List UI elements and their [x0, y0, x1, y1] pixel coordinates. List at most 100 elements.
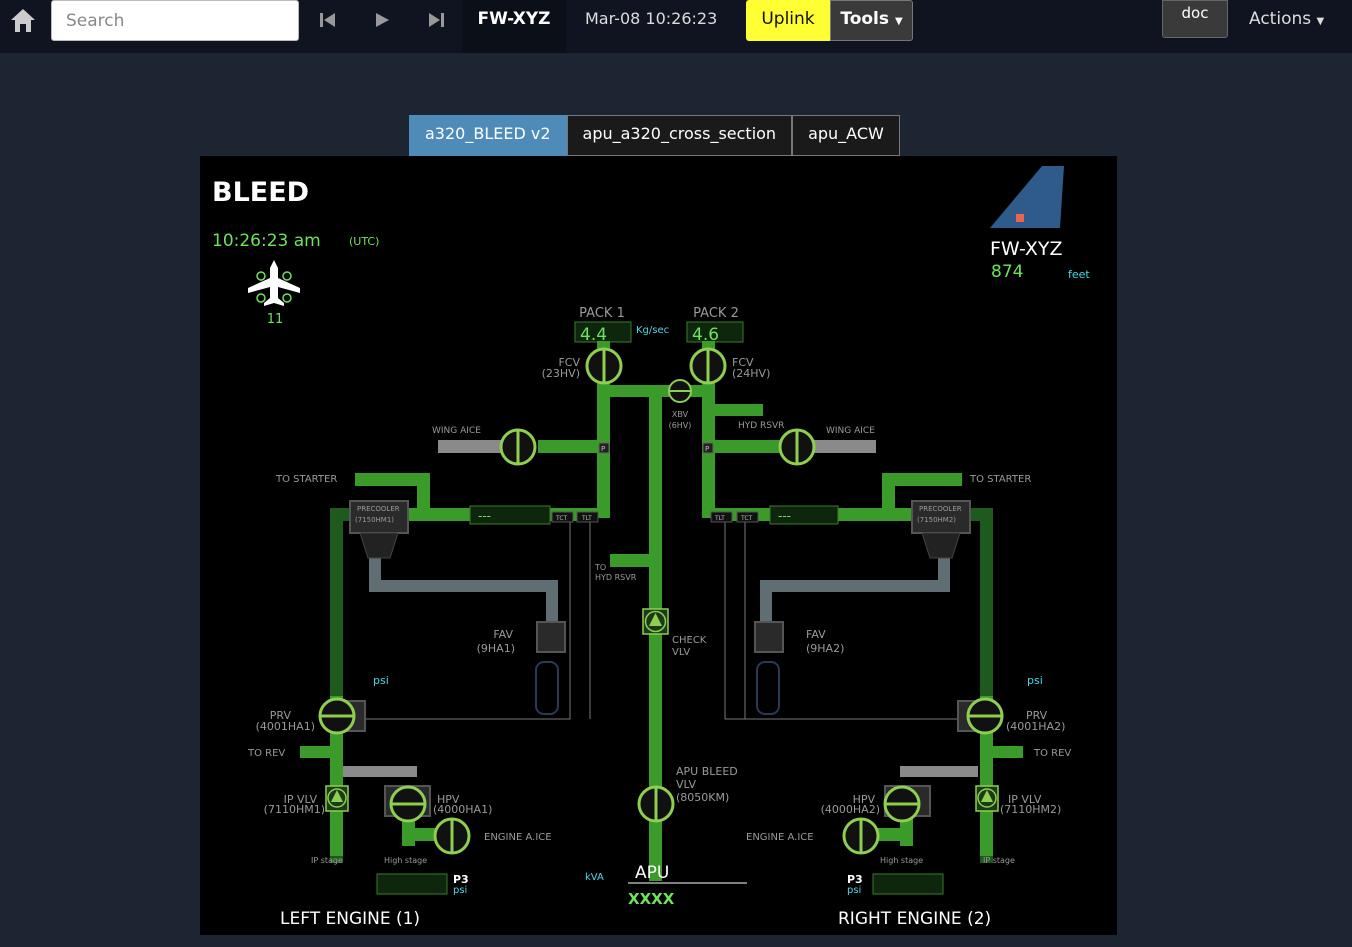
altitude-unit: feet	[1068, 268, 1090, 281]
sensor-lines	[360, 522, 960, 720]
fav-right-duct	[760, 551, 950, 631]
p3-left-box	[376, 873, 448, 895]
ipvlv-right-id: (7110HM2)	[1000, 803, 1061, 816]
ip-stage-right-label: IP stage	[983, 856, 1015, 865]
to-rev-right-label: TO REV	[1033, 748, 1071, 759]
to-starter-right-label: TO STARTER	[969, 474, 1031, 485]
wing-aice-right-valve[interactable]	[778, 428, 816, 466]
check-vlv-label: CHECK	[672, 635, 707, 646]
xbv-label: XBV	[672, 410, 689, 419]
engine-aice-left-label: ENGINE A.ICE	[484, 832, 552, 843]
engine-aice-left-valve[interactable]	[433, 817, 471, 855]
prv-left-valve[interactable]	[318, 697, 356, 735]
pack1-label: PACK 1	[579, 306, 625, 321]
temp-box-left	[469, 505, 551, 525]
precooler-right-label: PRECOOLER	[919, 505, 962, 513]
fav-right-label: FAV	[806, 628, 826, 641]
synoptic-tabs: a320_BLEED v2 apu_a320_cross_section apu…	[409, 115, 900, 156]
wing-aice-right-pipe	[800, 440, 876, 453]
wing-aice-left-valve[interactable]	[499, 428, 537, 466]
precooler-left-id: (7150HM1)	[355, 516, 394, 524]
tlt-right: TLT	[714, 515, 725, 522]
tlt-left: TLT	[581, 515, 592, 522]
to-hyd-rsvr-label: HYD RSVR	[595, 573, 637, 582]
hpv-left-valve[interactable]	[389, 785, 427, 823]
fav-right-id: (9HA2)	[806, 642, 844, 655]
fcv2-valve[interactable]	[689, 347, 727, 385]
temp-right-dashes: ---	[778, 509, 791, 523]
temp-left-dashes: ---	[478, 509, 491, 523]
hpv-right-valve[interactable]	[883, 785, 921, 823]
left-engine-label: LEFT ENGINE (1)	[280, 909, 420, 929]
ipvlv-right-label: IP VLV	[1008, 793, 1042, 806]
hpv-left-label: HPV	[437, 793, 460, 806]
engine-aice-right-label: ENGINE A.ICE	[746, 832, 814, 843]
wing-aice-right-label: WING AICE	[826, 426, 875, 436]
hpv-right-label: HPV	[853, 793, 876, 806]
altitude-value: 874	[991, 262, 1023, 282]
flow-unit: Kg/sec	[636, 325, 669, 336]
prv-right-valve[interactable]	[966, 697, 1004, 735]
tools-dropdown[interactable]: Tools ▼	[830, 0, 913, 41]
fcv2-label: FCV	[732, 356, 754, 369]
uplink-button[interactable]: Uplink	[746, 0, 830, 41]
engine-aice-right-valve[interactable]	[842, 817, 880, 855]
skip-back-icon[interactable]	[316, 8, 340, 32]
precooler-left-label: PRECOOLER	[357, 505, 400, 513]
search-input[interactable]	[51, 0, 299, 41]
actions-dropdown[interactable]: Actions ▼	[1249, 0, 1324, 40]
apu-bleed-vlv-id: (8050KM)	[676, 791, 729, 804]
ip-check-valve-right	[975, 785, 999, 812]
precooler-left	[349, 500, 409, 559]
hpv-left-id: (4000HA1)	[433, 803, 492, 816]
page-title: BLEED	[212, 177, 309, 208]
precooler-right-id: (7150HM2)	[917, 516, 956, 524]
xbv-valve[interactable]	[668, 379, 692, 403]
tab-apu-acw[interactable]: apu_ACW	[792, 115, 900, 156]
play-icon[interactable]	[370, 8, 394, 32]
fcv1-valve[interactable]	[585, 347, 623, 385]
tlt-left-box	[576, 511, 599, 523]
ip-check-valve-left	[325, 785, 349, 812]
apu-value: XXXX	[628, 890, 675, 908]
diagram-tail-number: FW-XYZ	[990, 238, 1063, 260]
tools-label: Tools	[840, 9, 890, 29]
apu-label: APU	[635, 863, 669, 883]
bleed-synoptic-panel: BLEED 10:26:23 am (UTC) 11 FW-XYZ 874 fe…	[200, 156, 1117, 935]
check-valve	[642, 608, 669, 635]
psi-right-unit: psi	[1027, 674, 1043, 687]
p-left-box	[598, 442, 610, 454]
tab-apu-cross-section[interactable]: apu_a320_cross_section	[566, 115, 793, 156]
tab-a320-bleed[interactable]: a320_BLEED v2	[409, 115, 567, 156]
clock-time: 10:26:23 am	[212, 231, 321, 251]
wing-aice-left-pipe	[438, 440, 518, 453]
p3-left-label: P3	[453, 873, 469, 886]
actions-label: Actions	[1249, 9, 1312, 29]
right-engine-label: RIGHT ENGINE (2)	[838, 909, 991, 929]
tct-right-box	[736, 511, 759, 523]
hp-gray-right	[900, 766, 978, 777]
fav-right-actuator	[754, 621, 784, 715]
top-toolbar: FW-XYZ Mar-08 10:26:23 Uplink Tools ▼ do…	[0, 0, 1352, 53]
doc-button[interactable]: doc	[1162, 0, 1228, 38]
tail-fin-icon	[990, 166, 1064, 228]
prv-left-id: (4001HA1)	[256, 720, 315, 733]
hp-stage-right-label: High stage	[880, 856, 923, 865]
ipvlv-left-id: (7110HM1)	[264, 803, 325, 816]
pack1-flow-value: 4.4	[580, 325, 607, 345]
p-right-box	[702, 442, 714, 454]
to-label: TO	[594, 563, 606, 572]
p-left: P	[601, 445, 605, 453]
prv-left-label: PRV	[270, 709, 292, 722]
skip-forward-icon[interactable]	[424, 8, 448, 32]
fav-left-duct	[369, 551, 558, 631]
tail-number[interactable]: FW-XYZ	[462, 0, 566, 53]
tct-left: TCT	[555, 515, 568, 522]
home-icon[interactable]	[8, 6, 38, 34]
ip-stage-left-label: IP stage	[311, 856, 343, 865]
psi-left-unit: psi	[373, 674, 389, 687]
datetime-display: Mar-08 10:26:23	[585, 9, 718, 28]
pack2-label: PACK 2	[693, 306, 739, 321]
fav-left-actuator	[535, 621, 566, 715]
apu-bleed-valve[interactable]	[637, 785, 675, 823]
